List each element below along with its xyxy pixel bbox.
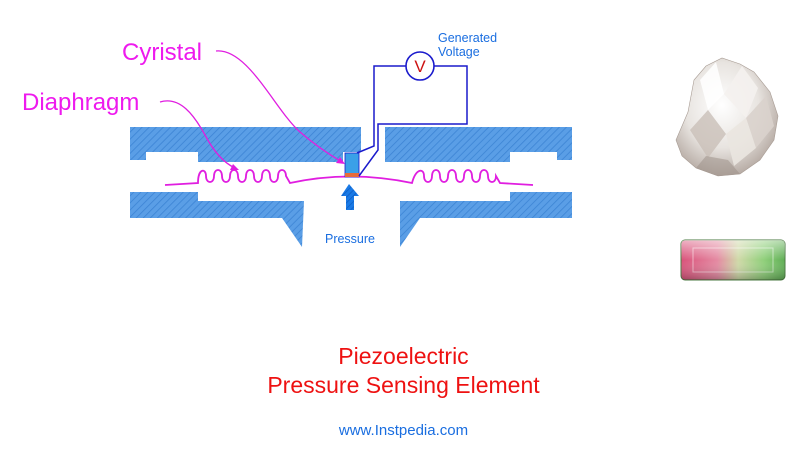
voltmeter-symbol: V — [414, 57, 426, 76]
quartz-facet-5 — [726, 118, 756, 166]
quartz-shadow — [696, 156, 740, 176]
diaphragm-label: Diaphragm — [22, 89, 139, 116]
lower-housing-left — [130, 192, 304, 247]
tourmaline-gem-image — [680, 239, 786, 281]
crystal-leader-line — [215, 50, 343, 163]
gem-shine — [681, 240, 785, 280]
website-link[interactable]: www.Instpedia.com — [338, 422, 469, 439]
title-line-2: Pressure Sensing Element — [267, 372, 540, 398]
diaphragm — [164, 169, 534, 186]
quartz-facet-4 — [690, 110, 726, 158]
piezo-crystal — [344, 152, 360, 178]
crystal-contact — [345, 173, 359, 177]
upper-housing — [130, 127, 572, 162]
crystal-leader-arrowhead — [336, 157, 345, 164]
pressure-label: Pressure — [325, 232, 375, 246]
quartz-crystal-image — [675, 57, 779, 177]
circuit-wire-right — [358, 65, 468, 177]
pressure-arrow — [341, 184, 359, 210]
diaphragm-leader-arrowhead — [230, 164, 239, 170]
quartz-facet-1 — [700, 62, 724, 110]
crystal-label: Cyristal — [122, 39, 202, 66]
title-line-1: Piezoelectric — [338, 343, 469, 369]
diaphragm-leader-line — [159, 100, 236, 169]
generated-voltage-label-line1: Generated — [438, 31, 497, 45]
quartz-facet-3 — [746, 96, 774, 148]
voltmeter: V — [405, 51, 435, 81]
voltmeter-circle — [405, 51, 435, 81]
lower-housing-right — [400, 192, 572, 247]
lower-housing — [130, 192, 572, 247]
upper-housing-left — [130, 127, 361, 162]
quartz-facet-2 — [724, 66, 758, 118]
upper-housing-right — [385, 127, 572, 162]
generated-voltage-label-line2: Voltage — [438, 45, 480, 59]
circuit-wire-left — [356, 65, 406, 154]
